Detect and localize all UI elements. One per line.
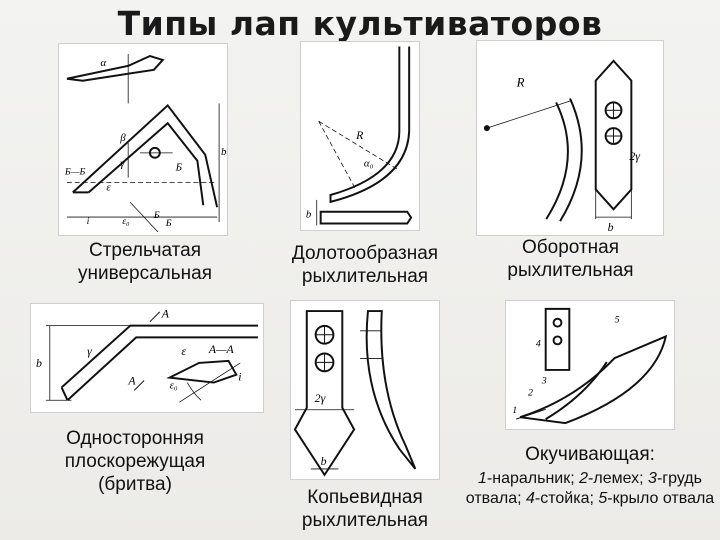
label-b-lower-1: Б — [153, 210, 160, 221]
chisel-loosener-drawing: R α₀ b — [306, 46, 413, 226]
label-b: b — [306, 209, 312, 221]
spear-loosener-drawing: 2γ b — [293, 310, 417, 477]
label-r: R — [355, 128, 364, 142]
reversible-loosener-drawing: R 2γ b — [483, 59, 640, 234]
hilling-body-legend: 1-наральник; 2-лемех; 3-грудь отвала; 4-… — [465, 470, 715, 507]
label-b: b — [321, 454, 327, 468]
caption-sweep-universal: Стрельчатая универсальная — [77, 240, 213, 284]
label-2: 2 — [528, 388, 533, 399]
label-epsilon0: ε₀ — [170, 379, 178, 391]
caption-reversible-loosener: Оборотная рыхлительная — [507, 237, 634, 281]
label-b-b: Б—Б — [64, 167, 86, 178]
sweep-universal-drawing: α β Б Б—Б ε γ b i ε₀ Б Б — [64, 54, 227, 233]
caption-one-sided-flat-cutter: Односторонняя плоскорежущая (бритва) — [64, 428, 206, 495]
label-a-a: A—A — [208, 343, 235, 356]
label-4: 4 — [536, 338, 541, 349]
label-i: i — [87, 216, 90, 227]
label-epsilon: ε — [106, 181, 111, 193]
label-b-lower-2: Б — [165, 218, 172, 229]
hilling-body-drawing: 1 2 3 4 5 — [512, 307, 668, 425]
figure-reversible-loosener: R 2γ b — [476, 40, 664, 236]
figure-hilling-body: 1 2 3 4 5 — [505, 300, 675, 430]
label-5: 5 — [615, 315, 620, 326]
figure-one-sided-flat-cutter: A A A—A b γ ε ε₀ i — [30, 303, 264, 413]
caption-spear-loosener: Копьевидная рыхлительная — [301, 487, 429, 531]
figure-sweep-universal: α β Б Б—Б ε γ b i ε₀ Б Б — [58, 43, 228, 236]
figure-spear-loosener: 2γ b — [290, 300, 440, 480]
one-sided-flat-cutter-drawing: A A A—A b γ ε ε₀ i — [36, 308, 258, 403]
label-1: 1 — [512, 405, 517, 416]
label-b-section: Б — [175, 162, 183, 174]
label-epsilon0: ε₀ — [122, 216, 130, 227]
label-gamma: γ — [120, 158, 125, 170]
label-gamma: γ — [87, 345, 92, 358]
label-r: R — [516, 76, 525, 90]
label-beta: β — [119, 132, 126, 144]
label-a-top: A — [161, 308, 170, 321]
slide-title: Типы лап культиваторов — [117, 4, 603, 43]
label-alpha0: α₀ — [364, 157, 374, 169]
label-3: 3 — [541, 376, 547, 387]
caption-chisel-loosener: Долотообразная рыхлительная — [291, 243, 439, 287]
label-epsilon: ε — [181, 345, 186, 358]
label-2gamma: 2γ — [315, 391, 326, 405]
label-2gamma: 2γ — [629, 149, 640, 163]
label-b-width: b — [221, 146, 227, 158]
figure-chisel-loosener: R α₀ b — [300, 41, 420, 231]
label-b: b — [36, 357, 42, 370]
label-b: b — [608, 220, 614, 234]
label-i: i — [238, 371, 241, 384]
caption-hilling-body: Окучивающая: 1-наральник; 2-лемех; 3-гру… — [462, 443, 718, 509]
label-a-bottom: A — [127, 375, 136, 388]
label-alpha: α — [101, 57, 107, 69]
